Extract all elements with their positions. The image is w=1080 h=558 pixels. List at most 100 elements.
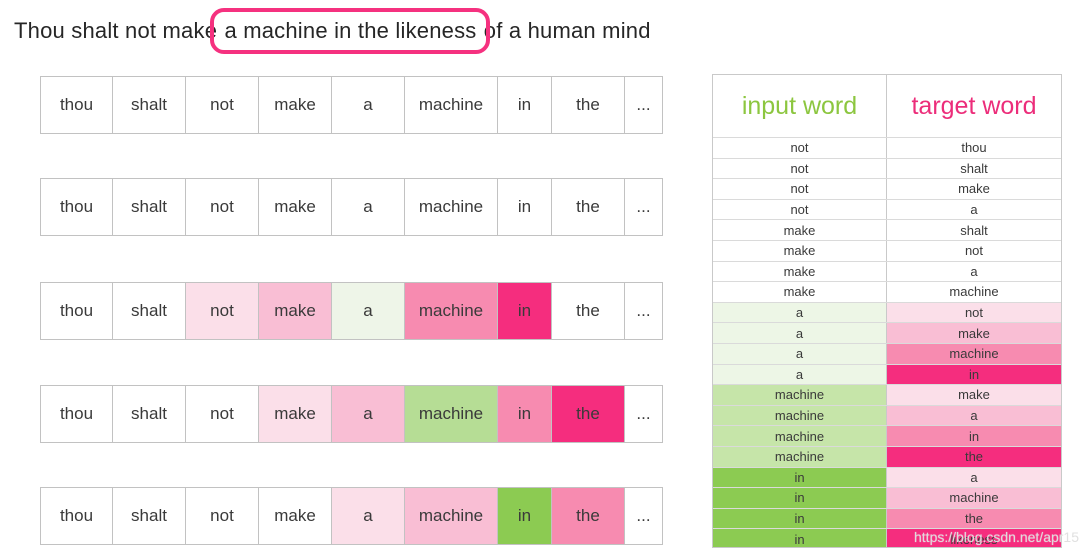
token-cell: shalt <box>113 77 186 133</box>
token-cell: machine <box>405 77 498 133</box>
input-word-cell: in <box>713 467 887 488</box>
input-word-cell: make <box>713 261 887 282</box>
input-word-cell: not <box>713 138 887 158</box>
token-cell: machine <box>405 283 498 339</box>
input-word-cell: make <box>713 282 887 302</box>
target-word-cell: in <box>887 364 1061 385</box>
input-word-cell: machine <box>713 426 887 446</box>
input-word-cell: machine <box>713 446 887 467</box>
token-cell: not <box>186 283 259 339</box>
target-word-cell: thou <box>887 138 1061 158</box>
input-word-cell: in <box>713 508 887 529</box>
target-word-cell: the <box>887 446 1061 467</box>
target-word-header: target word <box>911 91 1037 120</box>
input-word-cell: machine <box>713 405 887 426</box>
target-word-cell: machine <box>887 343 1061 364</box>
token-cell: thou <box>41 283 113 339</box>
token-cell: the <box>552 386 625 442</box>
input-word-cell: make <box>713 240 887 261</box>
token-cell: in <box>498 488 552 544</box>
target-word-cell: make <box>887 179 1061 199</box>
token-cell: shalt <box>113 386 186 442</box>
token-cell: in <box>498 283 552 339</box>
target-word-cell: not <box>887 240 1061 261</box>
token-cell: in <box>498 77 552 133</box>
token-cell: ... <box>625 386 662 442</box>
token-cell: ... <box>625 179 662 235</box>
token-cell: make <box>259 77 332 133</box>
token-cell: thou <box>41 488 113 544</box>
input-word-cell: a <box>713 343 887 364</box>
input-word-cell: a <box>713 302 887 323</box>
token-cell: a <box>332 77 405 133</box>
input-word-cell: not <box>713 199 887 220</box>
target-word-cell: a <box>887 467 1061 488</box>
token-cell: machine <box>405 386 498 442</box>
target-word-cell: in <box>887 426 1061 446</box>
token-cell: a <box>332 488 405 544</box>
input-word-cell: machine <box>713 385 887 405</box>
token-cell: machine <box>405 179 498 235</box>
page-title: Thou shalt not make a machine in the lik… <box>14 8 651 54</box>
token-cell: a <box>332 283 405 339</box>
token-cell: in <box>498 386 552 442</box>
input-word-header: input word <box>713 75 887 137</box>
target-word-cell: the <box>887 508 1061 529</box>
target-word-cell: make <box>887 385 1061 405</box>
token-cell: not <box>186 386 259 442</box>
token-cell: machine <box>405 488 498 544</box>
token-cell: not <box>186 77 259 133</box>
token-cell: not <box>186 179 259 235</box>
input-word-cell: make <box>713 220 887 240</box>
token-cell: shalt <box>113 283 186 339</box>
token-cell: not <box>186 488 259 544</box>
pairs-table-header: input word target word <box>713 75 1061 137</box>
token-cell: shalt <box>113 488 186 544</box>
token-cell: ... <box>625 77 662 133</box>
token-cell: a <box>332 179 405 235</box>
target-word-cell: a <box>887 261 1061 282</box>
token-cell: thou <box>41 179 113 235</box>
target-word-cell: shalt <box>887 158 1061 179</box>
input-word-cell: in <box>713 488 887 508</box>
target-word-cell: machine <box>887 282 1061 302</box>
token-cell: make <box>259 488 332 544</box>
token-cell: the <box>552 283 625 339</box>
input-word-cell: a <box>713 364 887 385</box>
input-word-cell: not <box>713 158 887 179</box>
token-cell: a <box>332 386 405 442</box>
target-word-cell: make <box>887 323 1061 343</box>
highlight-ring: a machine in the likeness <box>210 8 491 54</box>
token-cell: shalt <box>113 179 186 235</box>
token-cell: in <box>498 179 552 235</box>
token-cell: make <box>259 386 332 442</box>
token-cell: ... <box>625 488 662 544</box>
watermark: https://blog.csdn.net/apr15 <box>914 529 1079 545</box>
token-cell: the <box>552 77 625 133</box>
input-word-cell: not <box>713 179 887 199</box>
token-cell: thou <box>41 386 113 442</box>
target-word-cell: likeness <box>887 529 1061 547</box>
title-after: of a human mind <box>483 18 651 43</box>
title-before: Thou shalt not make <box>14 18 218 43</box>
